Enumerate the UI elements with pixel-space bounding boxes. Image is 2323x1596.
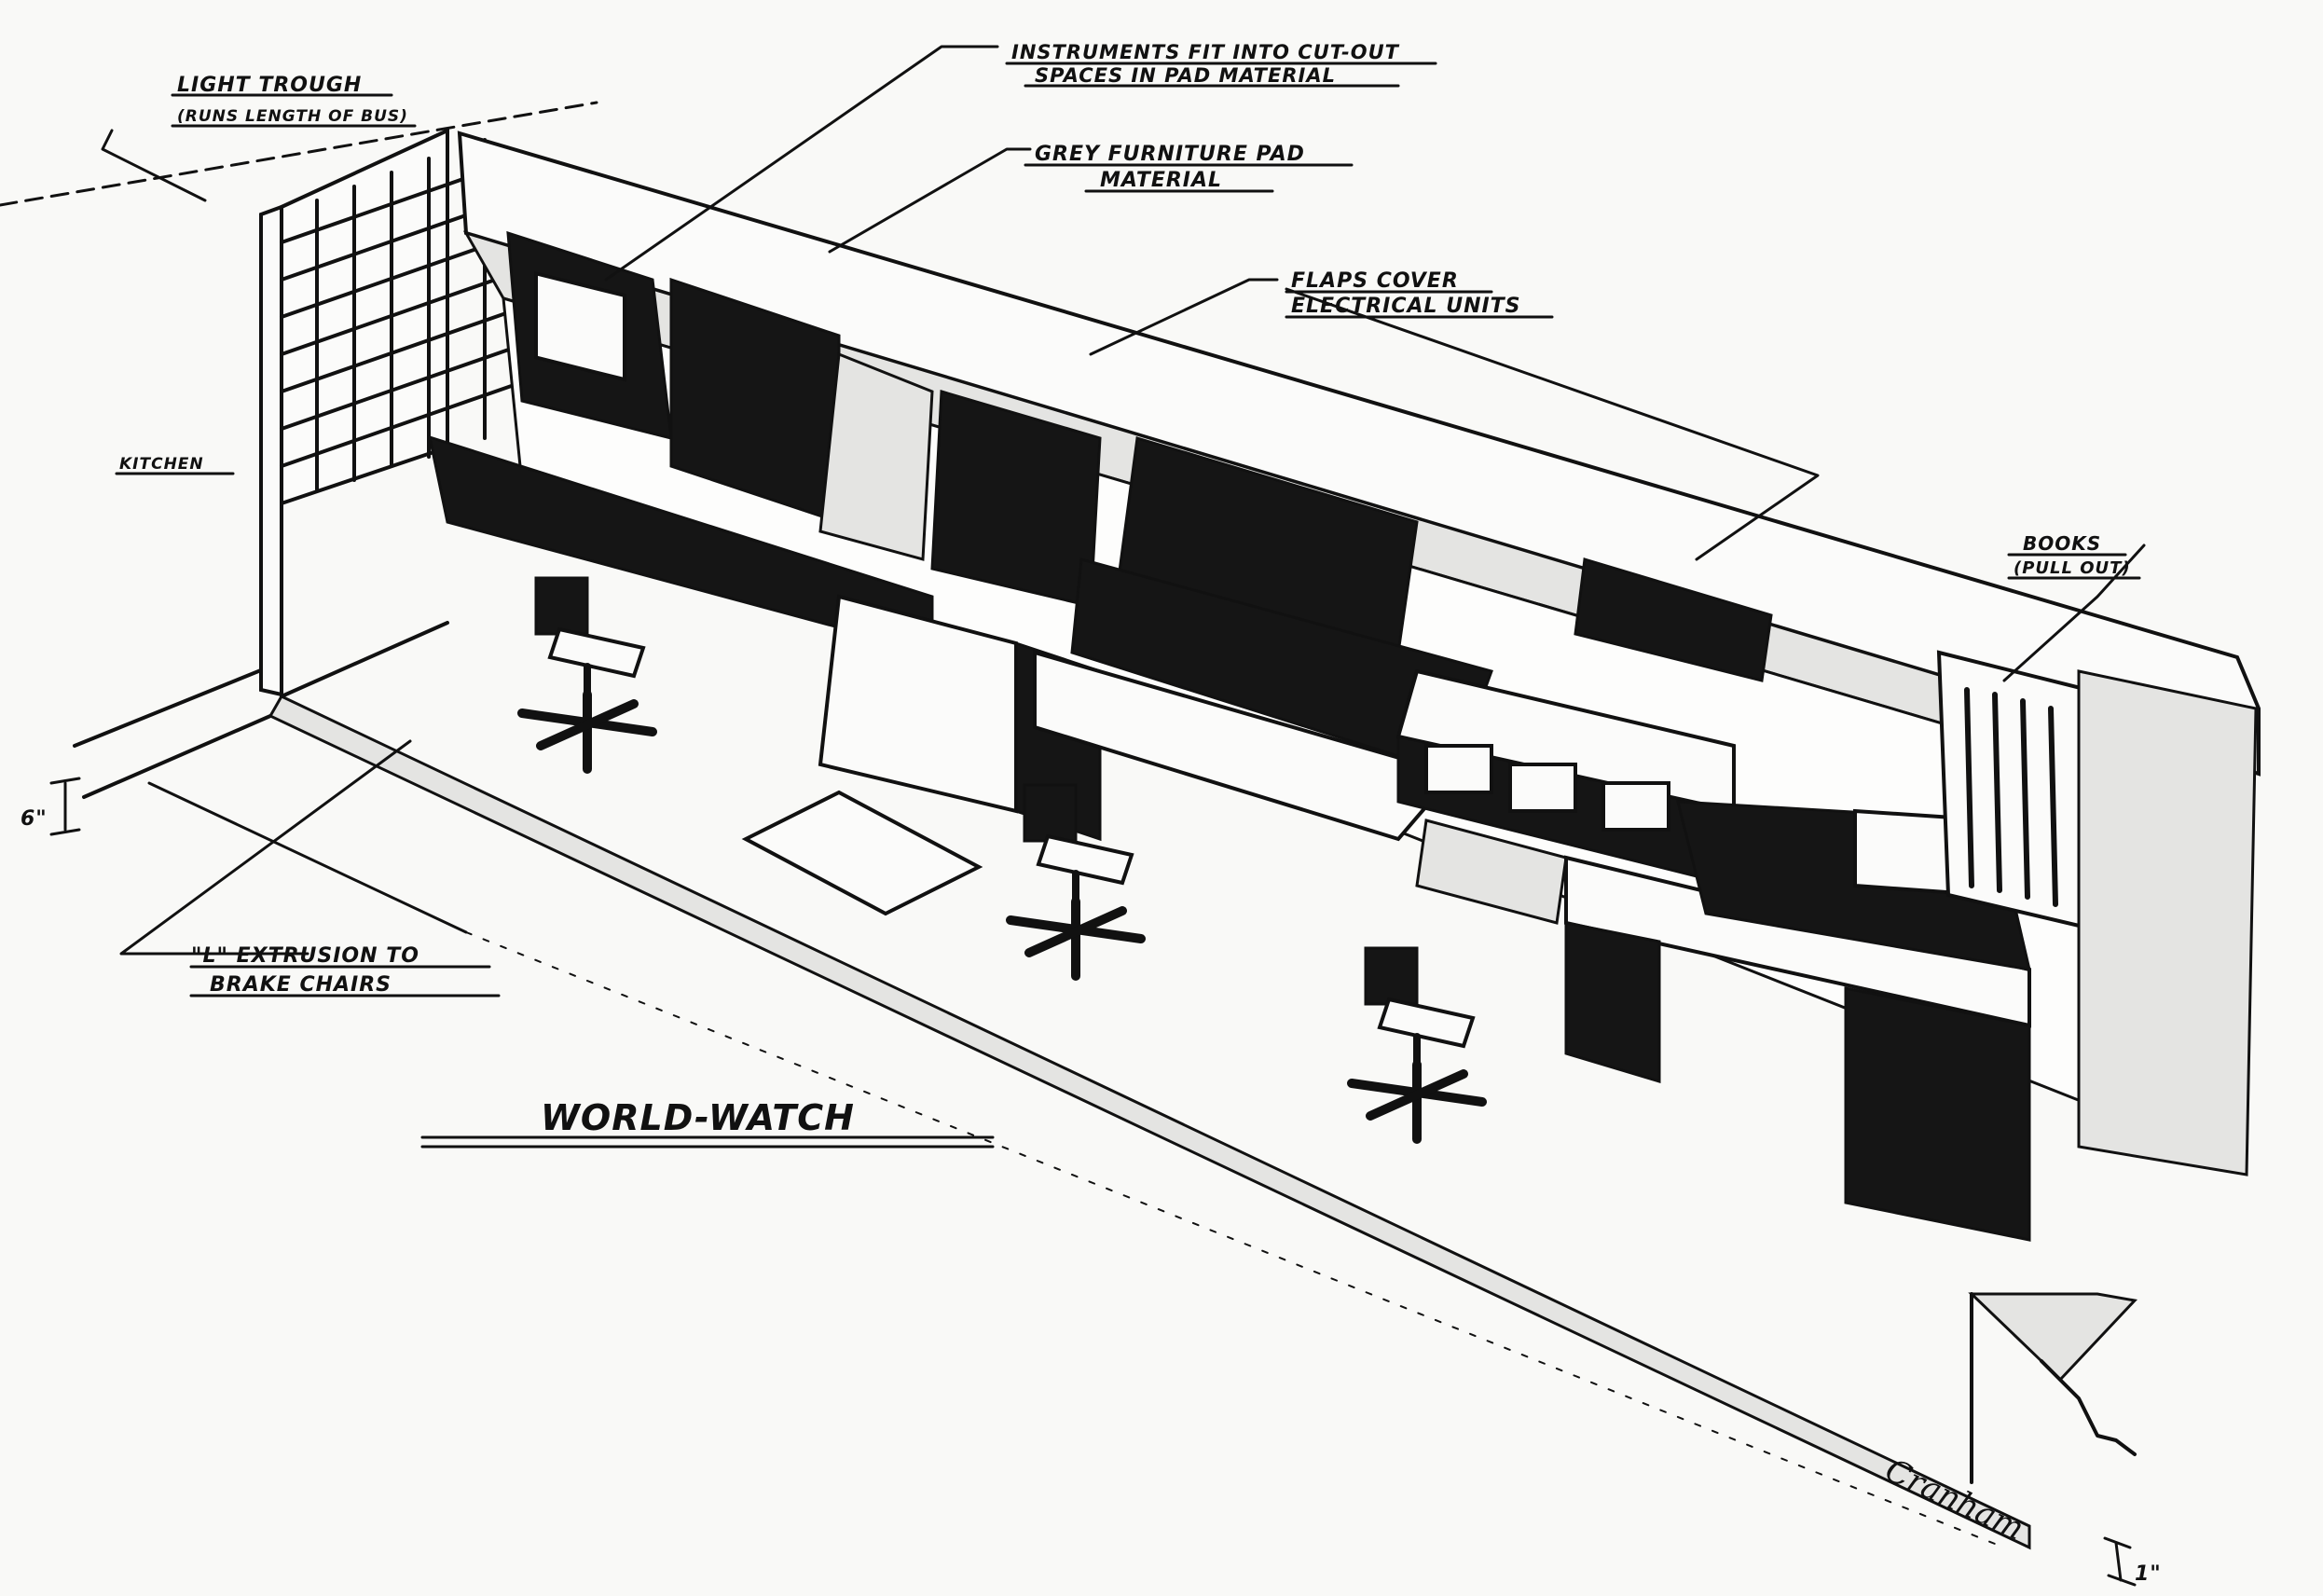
leader-l-extrusion — [119, 739, 412, 956]
floor-line — [147, 781, 468, 934]
label-books-2: (PULL OUT) — [2014, 558, 2131, 578]
corner-detail — [1968, 1292, 2137, 1484]
label-l-extrusion: "L" EXTRUSION TO — [191, 944, 419, 968]
chair — [517, 576, 657, 774]
partition-wall — [280, 127, 449, 506]
keyboard-panel — [1415, 819, 1568, 925]
monitor-screen — [1508, 763, 1577, 813]
console-module — [818, 351, 934, 561]
leader-flaps-2 — [1285, 287, 1820, 561]
label-flaps-2: ELECTRICAL UNITS — [1291, 295, 1521, 318]
label-light-trough: LIGHT TROUGH — [177, 74, 362, 97]
floor-hatch — [741, 790, 983, 916]
leader-light-trough — [101, 129, 207, 202]
monitor-screen — [534, 270, 626, 382]
floor — [73, 621, 2031, 1550]
artist-signature: Cranham — [1879, 1452, 2029, 1548]
floor-edge — [280, 621, 449, 698]
label-light-trough-note: (RUNS LENGTH OF BUS) — [177, 107, 408, 126]
floor-edge — [82, 714, 272, 799]
label-grey-pad-2: MATERIAL — [1100, 169, 1222, 192]
chairs — [517, 576, 1487, 1144]
l-extrusion-strip — [268, 695, 2031, 1550]
label-flaps: FLAPS COVER — [1291, 269, 1459, 293]
leader-lines — [49, 45, 2146, 1587]
label-instruments-2: SPACES IN PAD MATERIAL — [1035, 64, 1336, 87]
console-module — [1574, 557, 1773, 682]
kitchen-partition — [259, 127, 524, 697]
desk-top — [1033, 650, 1458, 842]
floor-line — [465, 931, 2005, 1548]
desk-bank — [428, 434, 2031, 1242]
instrument-modules — [506, 230, 1773, 682]
leader-flaps — [1089, 278, 1279, 356]
annotations: LIGHT TROUGH (RUNS LENGTH OF BUS) INSTRU… — [21, 41, 2162, 1586]
leader-books — [2002, 543, 2146, 682]
end-panel — [2077, 669, 2258, 1176]
chair — [1347, 946, 1487, 1144]
label-l-extrusion-2: BRAKE CHAIRS — [210, 973, 392, 997]
monitor-screen — [1601, 781, 1670, 832]
label-grey-pad: GREY FURNITURE PAD — [1035, 143, 1305, 166]
drawing-title: WORLD-WATCH — [541, 1097, 855, 1138]
label-kitchen: KITCHEN — [119, 455, 204, 474]
floor-edge — [73, 660, 283, 748]
desk-pedestal — [1844, 986, 2031, 1242]
leader-grey-pad — [828, 147, 1032, 254]
label-books: BOOKS — [2023, 532, 2101, 555]
dimension-1in: 1" — [2135, 1562, 2162, 1586]
partition-post — [259, 204, 283, 697]
books-unit — [1936, 650, 2258, 1176]
label-underlines — [115, 62, 2141, 1149]
dimension-6in: 6" — [21, 807, 48, 831]
chair — [1006, 783, 1146, 981]
label-instruments: INSTRUMENTS FIT INTO CUT-OUT — [1011, 41, 1400, 63]
leader-instruments — [604, 45, 999, 282]
desk-leg — [1564, 921, 1661, 1084]
monitor-screen — [1424, 744, 1493, 794]
light-trough-line — [0, 101, 598, 207]
